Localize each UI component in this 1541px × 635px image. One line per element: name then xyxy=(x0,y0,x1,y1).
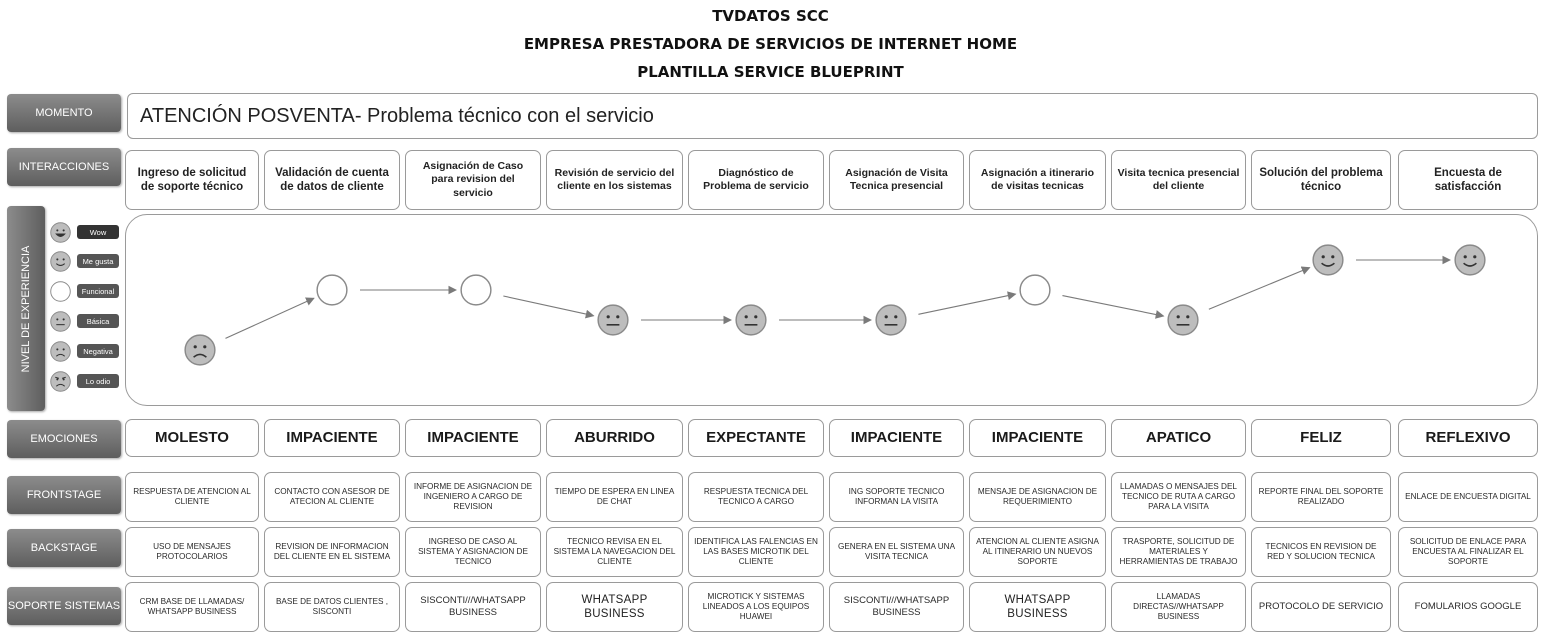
emocion-card-8: APATICO xyxy=(1111,419,1246,457)
frontstage-card-3: INFORME DE ASIGNACION DE INGENIERO A CAR… xyxy=(405,472,541,522)
header-template-name: PLANTILLA SERVICE BLUEPRINT xyxy=(637,63,904,81)
legend-label: Funcional xyxy=(77,284,119,298)
row-label-nivel-text: NIVEL DE EXPERIENCIA xyxy=(20,245,32,372)
backstage-card-2: REVISION DE INFORMACION DEL CLIENTE EN E… xyxy=(264,527,400,577)
backstage-card-4: TECNICO REVISA EN EL SISTEMA LA NAVEGACI… xyxy=(546,527,683,577)
interaccion-card-5: Diagnóstico de Problema de servicio xyxy=(688,150,824,210)
row-label-nivel-experiencia: NIVEL DE EXPERIENCIA xyxy=(7,206,45,411)
interaccion-card-7: Asignación a itinerario de visitas tecni… xyxy=(969,150,1106,210)
frontstage-card-7: MENSAJE DE ASIGNACION DE REQUERIMIENTO xyxy=(969,472,1106,522)
frontstage-card-10: ENLACE DE ENCUESTA DIGITAL xyxy=(1398,472,1538,522)
experience-track xyxy=(125,214,1538,406)
soporte-card-5: MICROTICK Y SISTEMAS LINEADOS A LOS EQUI… xyxy=(688,582,824,632)
backstage-card-6: GENERA EN EL SISTEMA UNA VISITA TECNICA xyxy=(829,527,964,577)
smile-face-icon xyxy=(50,251,71,277)
soporte-card-7: WHATSAPP BUSINESS xyxy=(969,582,1106,632)
emocion-card-4: ABURRIDO xyxy=(546,419,683,457)
header-subtitle: EMPRESA PRESTADORA DE SERVICIOS DE INTER… xyxy=(523,35,1018,53)
frontstage-card-1: RESPUESTA DE ATENCION AL CLIENTE xyxy=(125,472,259,522)
interaccion-card-8: Visita tecnica presencial del cliente xyxy=(1111,150,1246,210)
emocion-card-10: REFLEXIVO xyxy=(1398,419,1538,457)
neutral-face-icon xyxy=(50,311,71,337)
header-title: TVDATOS SCC xyxy=(712,7,829,25)
row-label-interacciones: INTERACCIONES xyxy=(7,148,121,186)
soporte-card-10: FOMULARIOS GOOGLE xyxy=(1398,582,1538,632)
row-label-emociones: EMOCIONES xyxy=(7,420,121,458)
angry-face-icon xyxy=(50,371,71,397)
sad-face-icon xyxy=(50,341,71,367)
interaccion-card-4: Revisión de servicio del cliente en los … xyxy=(546,150,683,210)
backstage-card-3: INGRESO DE CASO AL SISTEMA Y ASIGNACION … xyxy=(405,527,541,577)
emocion-card-6: IMPACIENTE xyxy=(829,419,964,457)
backstage-card-1: USO DE MENSAJES PROTOCOLARIOS xyxy=(125,527,259,577)
frontstage-card-4: TIEMPO DE ESPERA EN LINEA DE CHAT xyxy=(546,472,683,522)
frontstage-card-6: ING SOPORTE TECNICO INFORMAN LA VISITA xyxy=(829,472,964,522)
frontstage-card-5: RESPUESTA TECNICA DEL TECNICO A CARGO xyxy=(688,472,824,522)
grin-face-icon xyxy=(50,222,71,248)
soporte-card-2: BASE DE DATOS CLIENTES , SISCONTI xyxy=(264,582,400,632)
backstage-card-7: ATENCION AL CLIENTE ASIGNA AL ITINERARIO… xyxy=(969,527,1106,577)
row-label-soporte: SOPORTE SISTEMAS xyxy=(7,587,121,625)
interaccion-card-9: Solución del problema técnico xyxy=(1251,150,1391,210)
soporte-card-9: PROTOCOLO DE SERVICIO xyxy=(1251,582,1391,632)
emocion-card-1: MOLESTO xyxy=(125,419,259,457)
soporte-card-3: SISCONTI///WHATSAPP BUSINESS xyxy=(405,582,541,632)
interaccion-card-2: Validación de cuenta de datos de cliente xyxy=(264,150,400,210)
soporte-card-6: SISCONTI///WHATSAPP BUSINESS xyxy=(829,582,964,632)
row-label-backstage: BACKSTAGE xyxy=(7,529,121,567)
interaccion-card-1: Ingreso de solicitud de soporte técnico xyxy=(125,150,259,210)
frontstage-card-2: CONTACTO CON ASESOR DE ATECION AL CLIENT… xyxy=(264,472,400,522)
legend-label: Wow xyxy=(77,225,119,239)
row-label-frontstage: FRONTSTAGE xyxy=(7,476,121,514)
emocion-card-7: IMPACIENTE xyxy=(969,419,1106,457)
legend-label: Negativa xyxy=(77,344,119,358)
emocion-card-5: EXPECTANTE xyxy=(688,419,824,457)
emocion-card-9: FELIZ xyxy=(1251,419,1391,457)
soporte-card-1: CRM BASE DE LLAMADAS/ WHATSAPP BUSINESS xyxy=(125,582,259,632)
legend-label: Me gusta xyxy=(77,254,119,268)
interaccion-card-3: Asignación de Caso para revision del ser… xyxy=(405,150,541,210)
row-label-momento: MOMENTO xyxy=(7,94,121,132)
backstage-card-5: IDENTIFICA LAS FALENCIAS EN LAS BASES MI… xyxy=(688,527,824,577)
legend-label: Básica xyxy=(77,314,119,328)
backstage-card-10: SOLICITUD DE ENLACE PARA ENCUESTA AL FIN… xyxy=(1398,527,1538,577)
backstage-card-8: TRASPORTE, SOLICITUD DE MATERIALES Y HER… xyxy=(1111,527,1246,577)
frontstage-card-9: REPORTE FINAL DEL SOPORTE REALIZADO xyxy=(1251,472,1391,522)
backstage-card-9: TECNICOS EN REVISION DE RED Y SOLUCION T… xyxy=(1251,527,1391,577)
momento-box: ATENCIÓN POSVENTA- Problema técnico con … xyxy=(127,93,1538,139)
soporte-card-8: LLAMADAS DIRECTAS//WHATSAPP BUSINESS xyxy=(1111,582,1246,632)
soporte-card-4: WHATSAPP BUSINESS xyxy=(546,582,683,632)
empty-face-icon xyxy=(50,281,71,307)
interaccion-card-10: Encuesta de satisfacción xyxy=(1398,150,1538,210)
emocion-card-2: IMPACIENTE xyxy=(264,419,400,457)
legend-label: Lo odio xyxy=(77,374,119,388)
interaccion-card-6: Asignación de Visita Tecnica presencial xyxy=(829,150,964,210)
frontstage-card-8: LLAMADAS O MENSAJES DEL TECNICO DE RUTA … xyxy=(1111,472,1246,522)
emocion-card-3: IMPACIENTE xyxy=(405,419,541,457)
